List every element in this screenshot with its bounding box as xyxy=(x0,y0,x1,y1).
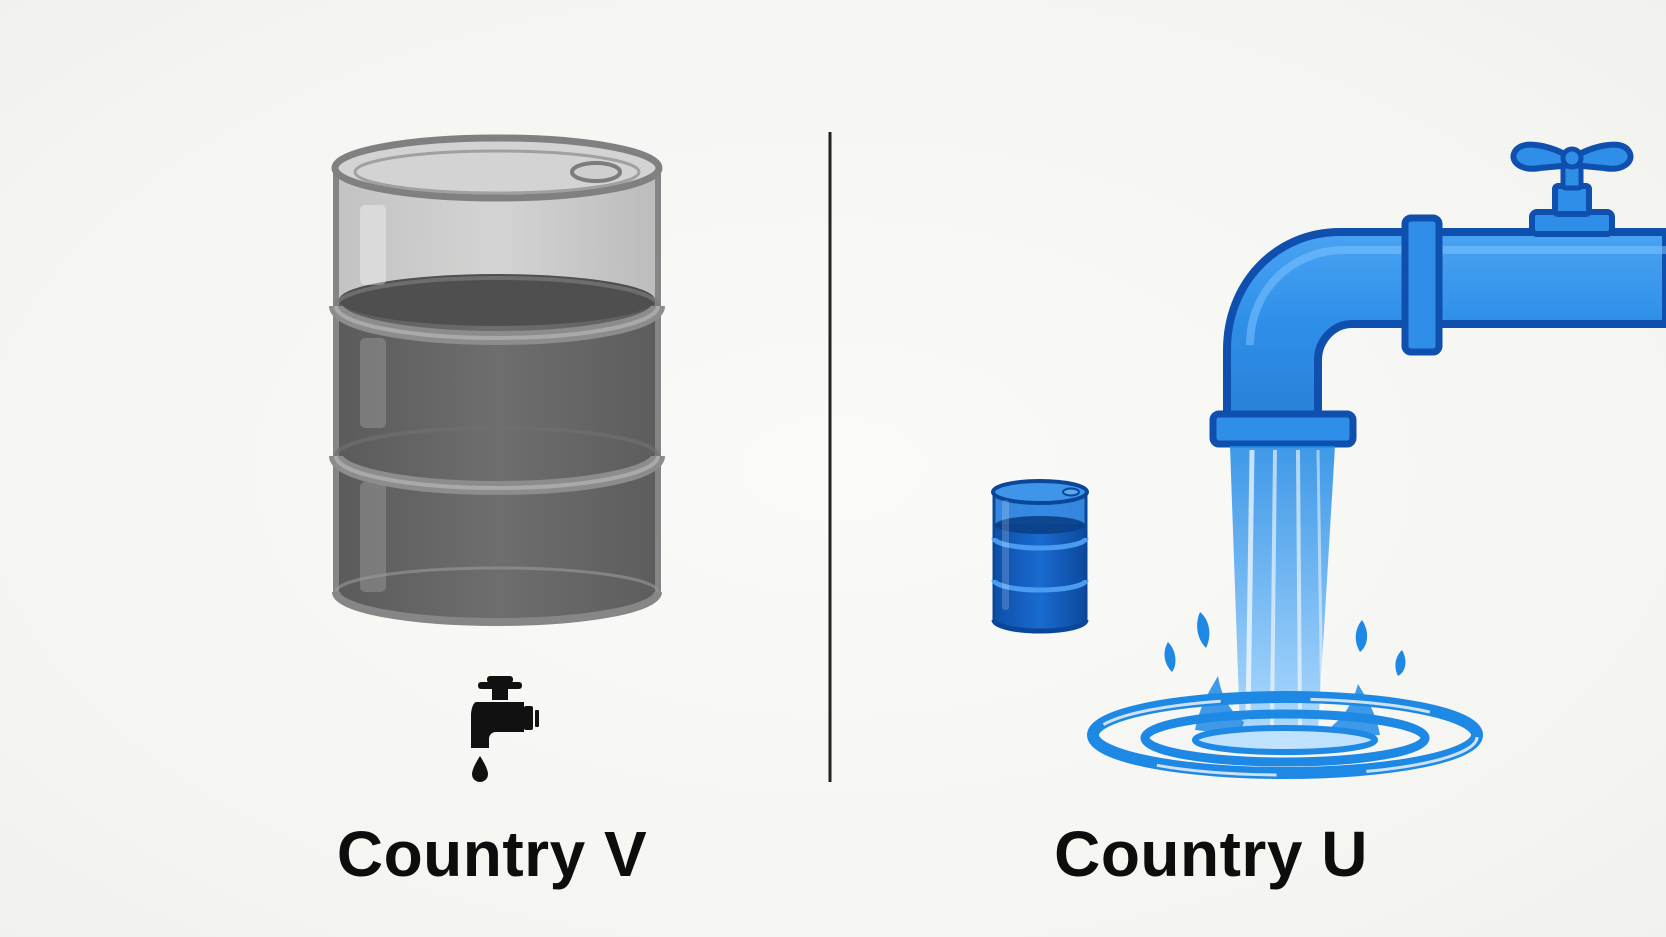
water-splash-icon xyxy=(1087,446,1483,779)
oil-barrel-icon xyxy=(329,134,665,626)
country-u-label: Country U xyxy=(1054,818,1368,890)
dripping-tap-icon xyxy=(471,676,539,782)
small-oil-barrel-icon xyxy=(991,479,1089,634)
pipe-faucet-icon xyxy=(1209,141,1666,448)
country-v-label: Country V xyxy=(336,818,648,890)
